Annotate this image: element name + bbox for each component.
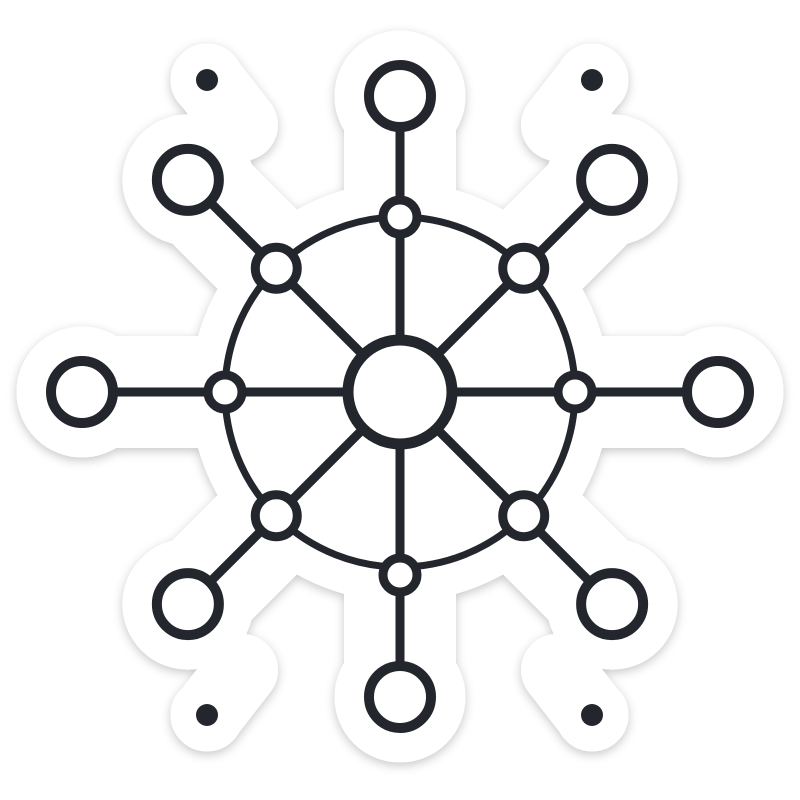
ring-node-left (203, 370, 247, 414)
ring-node-bottom-left (250, 490, 302, 542)
outer-node-top-right (576, 143, 649, 216)
decor-dot-bottom-right (581, 704, 603, 726)
outer-node-bottom (364, 661, 436, 733)
network-nodes (46, 60, 754, 733)
outer-node-bottom-left (151, 568, 224, 641)
outer-node-right (682, 356, 754, 428)
ring-node-top (378, 195, 422, 239)
outer-node-top (364, 60, 436, 132)
hub-node (342, 334, 458, 450)
outer-node-bottom-right (576, 568, 649, 641)
decor-dot-bottom-left (196, 704, 218, 726)
ring-node-right (553, 370, 597, 414)
outer-node-top-left (151, 143, 224, 216)
ring-node-top-right (498, 242, 550, 294)
outer-node-left (46, 356, 118, 428)
decor-dot-top-left (196, 69, 218, 91)
ring-node-bottom (378, 553, 422, 597)
ring-node-top-left (250, 242, 302, 294)
decor-dot-top-right (581, 69, 603, 91)
ring-node-bottom-right (498, 490, 550, 542)
